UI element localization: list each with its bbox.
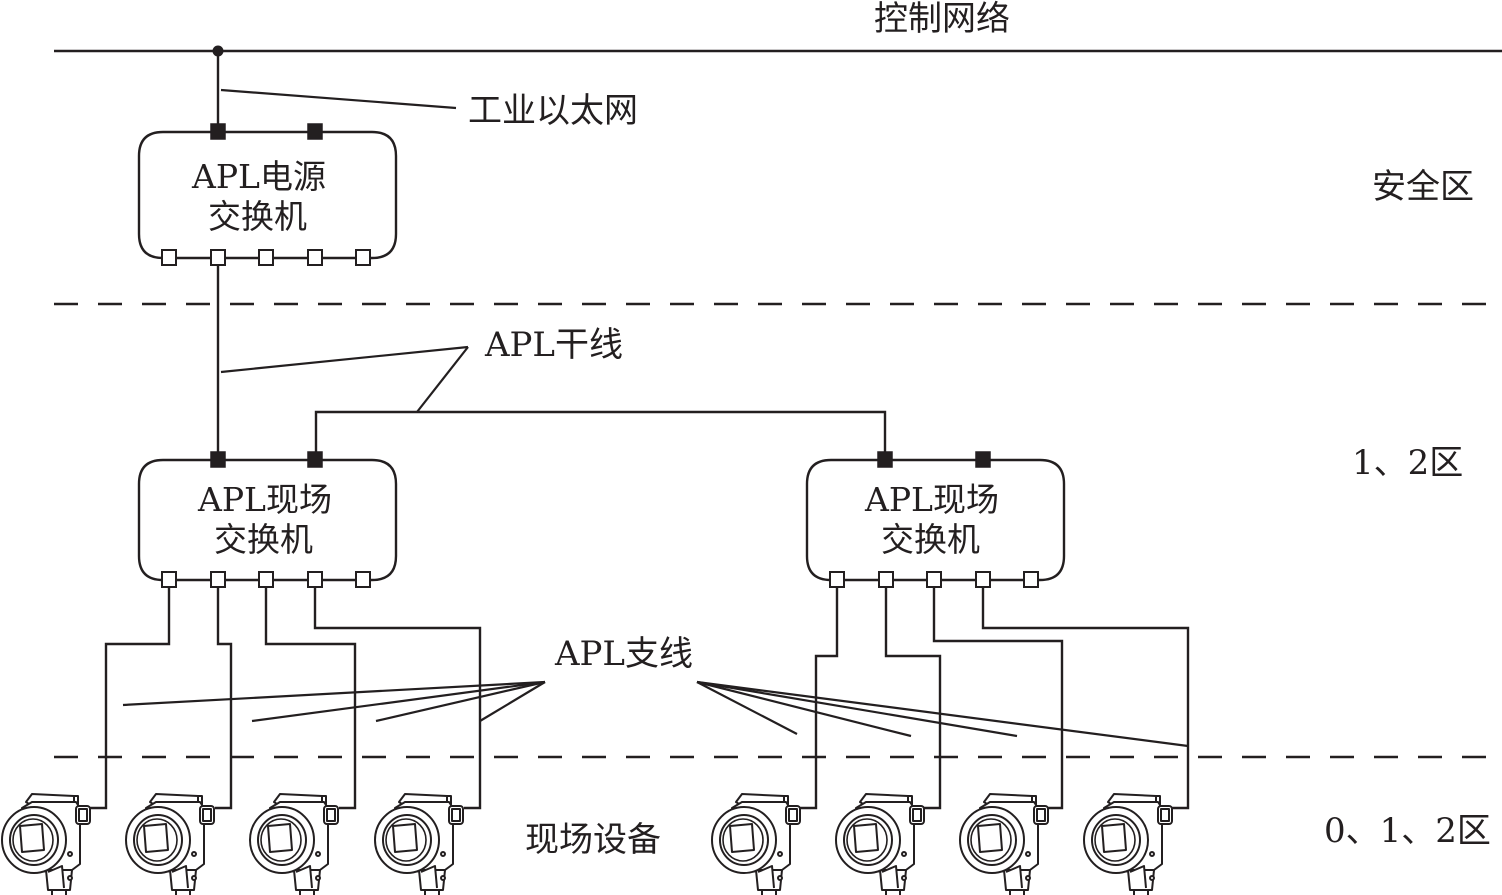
downlink-port — [161, 249, 177, 266]
downlink-port — [926, 571, 942, 588]
field-switch-1-label-line2: 交换机 — [214, 520, 313, 559]
pressure-transmitter-icon — [1, 793, 91, 895]
ethernet-leader-line — [220, 88, 457, 110]
pressure-transmitter-icon — [835, 793, 925, 895]
spur-line — [90, 587, 171, 810]
spur-line — [215, 587, 233, 810]
pressure-transmitter-icon — [249, 793, 339, 895]
downlink-port — [355, 571, 371, 588]
uplink-port — [877, 451, 893, 468]
spur-line — [313, 587, 482, 810]
zone-label-safe: 安全区 — [1372, 167, 1474, 207]
downlink-port — [355, 249, 371, 266]
pressure-transmitter-icon — [374, 793, 464, 895]
spur-leader-line — [696, 680, 1189, 748]
spur-leader-line — [696, 680, 912, 738]
uplink-port — [307, 123, 323, 140]
downlink-port — [210, 571, 226, 588]
industrial-ethernet-label: 工业以太网 — [468, 91, 638, 131]
power-switch-label-line2: 交换机 — [208, 197, 307, 236]
downlink-port — [258, 249, 274, 266]
downlink-port — [307, 249, 323, 266]
spur-leader-line — [479, 681, 546, 722]
power-switch-label-line1: APL电源 — [191, 157, 326, 196]
spur-leader-line — [696, 681, 798, 735]
downlink-port — [975, 571, 991, 588]
downlink-port — [1023, 571, 1039, 588]
trunk-label: APL干线 — [484, 325, 623, 365]
spur-leader-line — [122, 680, 546, 707]
downlink-port — [258, 571, 274, 588]
spur-label: APL支线 — [554, 634, 693, 674]
apl-power-switch: APL电源 交换机 — [137, 123, 398, 266]
downlink-port — [307, 571, 323, 588]
zone-label-zone012: 0、1、2区 — [1324, 811, 1491, 851]
pressure-transmitter-icon — [1083, 793, 1173, 895]
spur-leader-line — [696, 680, 1018, 738]
spur-line — [932, 587, 1064, 810]
spur-line — [800, 587, 839, 810]
downlink-port — [878, 571, 894, 588]
uplink-port — [975, 451, 991, 468]
spur-line — [884, 587, 942, 810]
spur-line — [981, 587, 1190, 810]
field-devices-label: 现场设备 — [525, 820, 661, 860]
uplink-port — [307, 451, 323, 468]
uplink-port — [210, 123, 226, 140]
pressure-transmitter-icon — [125, 793, 215, 895]
uplink-port — [210, 451, 226, 468]
spur-leader-line — [375, 680, 546, 723]
field-switch-2-label-line1: APL现场 — [864, 480, 999, 519]
trunk-line-2 — [314, 410, 887, 452]
spur-line — [264, 587, 357, 810]
zone-label-zone12: 1、2区 — [1352, 443, 1463, 483]
trunk-leader-line — [220, 345, 469, 374]
spur-leader-line — [251, 680, 546, 723]
downlink-port — [829, 571, 845, 588]
control-network-label: 控制网络 — [874, 0, 1010, 39]
downlink-port — [210, 249, 226, 266]
field-switch-1-label-line1: APL现场 — [197, 480, 332, 519]
downlink-port — [161, 571, 177, 588]
pressure-transmitter-icon — [959, 793, 1049, 895]
field-switch-2-label-line2: 交换机 — [881, 520, 980, 559]
apl-field-switch-2: APL现场 交换机 — [805, 451, 1066, 588]
trunk-leader-line — [416, 346, 469, 413]
pressure-transmitter-icon — [711, 793, 801, 895]
apl-field-switch-1: APL现场 交换机 — [137, 451, 398, 588]
